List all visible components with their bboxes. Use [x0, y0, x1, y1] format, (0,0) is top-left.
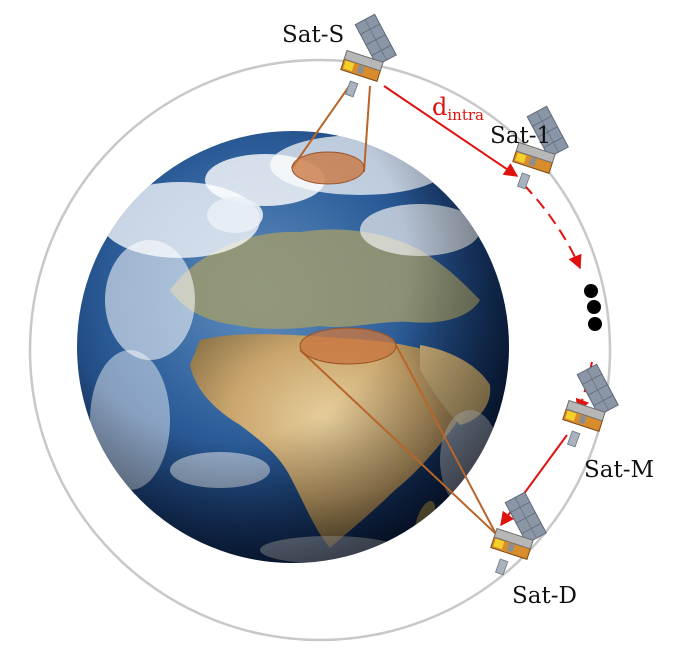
- sat-d-label: Sat-D: [512, 583, 577, 609]
- intra-link-s-to-1: [383, 85, 519, 177]
- earth-globe: [77, 131, 509, 563]
- sat-m-label: Sat-M: [584, 457, 654, 483]
- orbit-ring: [28, 58, 612, 642]
- sat-s-coverage-cone: [291, 84, 371, 185]
- sat-1-label: Sat-1: [490, 123, 551, 149]
- sat-d-footprint: [299, 327, 397, 365]
- sat-d-coverage-cone: [299, 327, 497, 535]
- dashed-link-1-to-dots: [523, 184, 582, 270]
- satellite-s-icon: [340, 13, 397, 98]
- sat-s-label: Sat-S: [282, 22, 344, 48]
- d-intra-label: dintra: [432, 93, 484, 124]
- ellipsis-dots: [584, 284, 602, 331]
- sat-s-footprint: [291, 151, 365, 185]
